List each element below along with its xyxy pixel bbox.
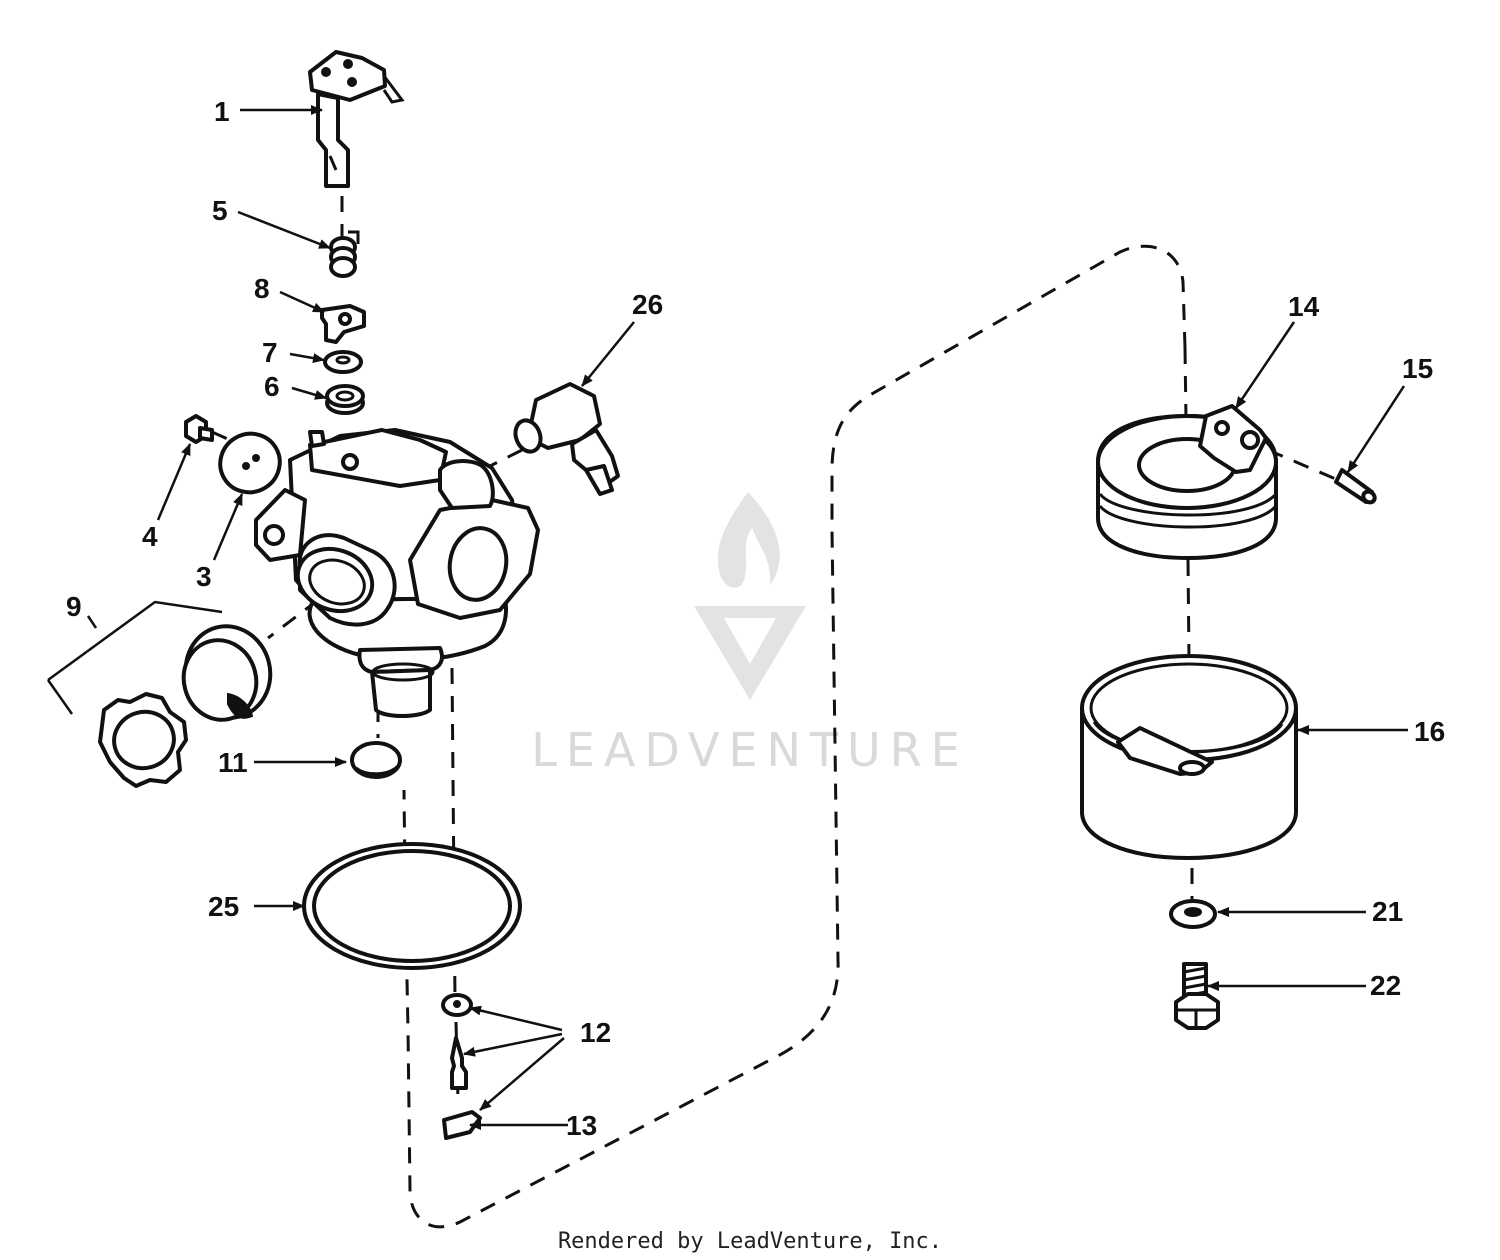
callout-22: 22	[1370, 970, 1401, 1001]
spring-part	[329, 230, 360, 278]
watermark-text: LEADVENTURE	[531, 723, 969, 777]
bowl-nut-part	[1174, 962, 1220, 1030]
callout-16: 16	[1414, 716, 1445, 747]
assembly-dashed-loop	[402, 244, 1187, 1229]
carburetor-body-part	[254, 428, 540, 718]
callout-8: 8	[254, 273, 270, 304]
callout-12: 12	[580, 1017, 611, 1048]
watermark: LEADVENTURE	[531, 492, 969, 777]
callout-4: 4	[142, 521, 158, 552]
hinge-pin-part	[1334, 468, 1377, 505]
callout-6: 6	[264, 371, 280, 402]
callout-26: 26	[632, 289, 663, 320]
callout-3: 3	[196, 561, 212, 592]
flame-logo-icon	[694, 492, 806, 700]
footer-credit: Rendered by LeadVenture, Inc.	[558, 1229, 942, 1254]
seal-part	[325, 384, 365, 415]
callout-labels: 1 5 8 7 6 26 4 3 9 11 25 12 13 14 15 16 …	[66, 96, 1445, 1141]
callout-11: 11	[218, 747, 248, 778]
screw-part	[184, 414, 214, 444]
bowl-washer-part	[1169, 899, 1217, 929]
lever-part	[320, 304, 366, 344]
callout-13: 13	[566, 1110, 597, 1141]
float-bowl-part	[1080, 654, 1298, 860]
throttle-shaft-part	[308, 50, 405, 188]
callout-7: 7	[262, 337, 278, 368]
primer-assembly-part	[98, 624, 273, 788]
callout-25: 25	[208, 891, 239, 922]
callout-21: 21	[1372, 896, 1403, 927]
callout-9: 9	[66, 591, 82, 622]
callout-5: 5	[212, 195, 228, 226]
plug-part	[350, 741, 402, 779]
bowl-gasket-part	[302, 842, 522, 970]
float-part	[1096, 404, 1278, 560]
throttle-plate-part	[218, 431, 282, 495]
callout-15: 15	[1402, 353, 1433, 384]
needle-and-seat-part	[441, 993, 473, 1090]
leader-lines	[46, 105, 1408, 1130]
callout-14: 14	[1288, 291, 1320, 322]
bracket-9	[47, 600, 223, 682]
fuel-inlet-fitting-part	[513, 382, 620, 496]
callout-1: 1	[214, 96, 230, 127]
